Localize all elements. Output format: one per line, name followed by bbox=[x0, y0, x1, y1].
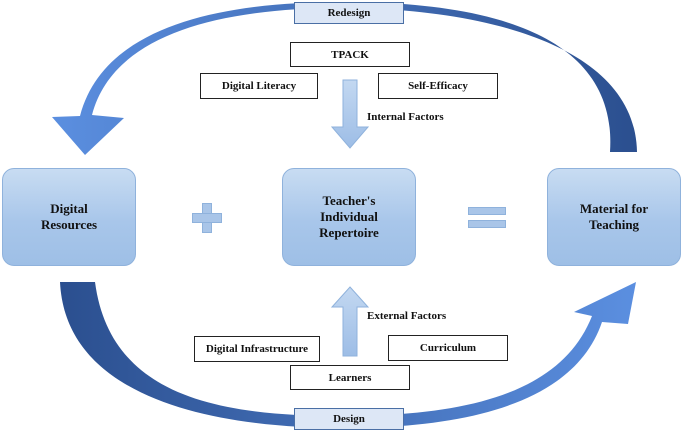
digital-resources-node: Digital Resources bbox=[2, 168, 136, 266]
tpack-label: TPACK bbox=[290, 42, 410, 67]
internal-factors-heading: Internal Factors bbox=[367, 111, 444, 123]
design-label: Design bbox=[294, 408, 404, 430]
learners-label: Learners bbox=[290, 365, 410, 390]
digital-infrastructure-label: Digital Infrastructure bbox=[194, 336, 320, 362]
redesign-label: Redesign bbox=[294, 2, 404, 24]
equals-icon bbox=[468, 207, 506, 215]
teachers-repertoire-node: Teacher's Individual Repertoire bbox=[282, 168, 416, 266]
equals-icon-bar bbox=[468, 220, 506, 228]
curriculum-label: Curriculum bbox=[388, 335, 508, 361]
design-arrow bbox=[60, 282, 636, 428]
self-efficacy-label: Self-Efficacy bbox=[378, 73, 498, 99]
external-factors-heading: External Factors bbox=[367, 310, 447, 322]
digital-literacy-label: Digital Literacy bbox=[200, 73, 318, 99]
redesign-arrow bbox=[52, 2, 637, 155]
material-for-teaching-node: Material for Teaching bbox=[547, 168, 681, 266]
plus-icon-bar bbox=[192, 213, 222, 223]
